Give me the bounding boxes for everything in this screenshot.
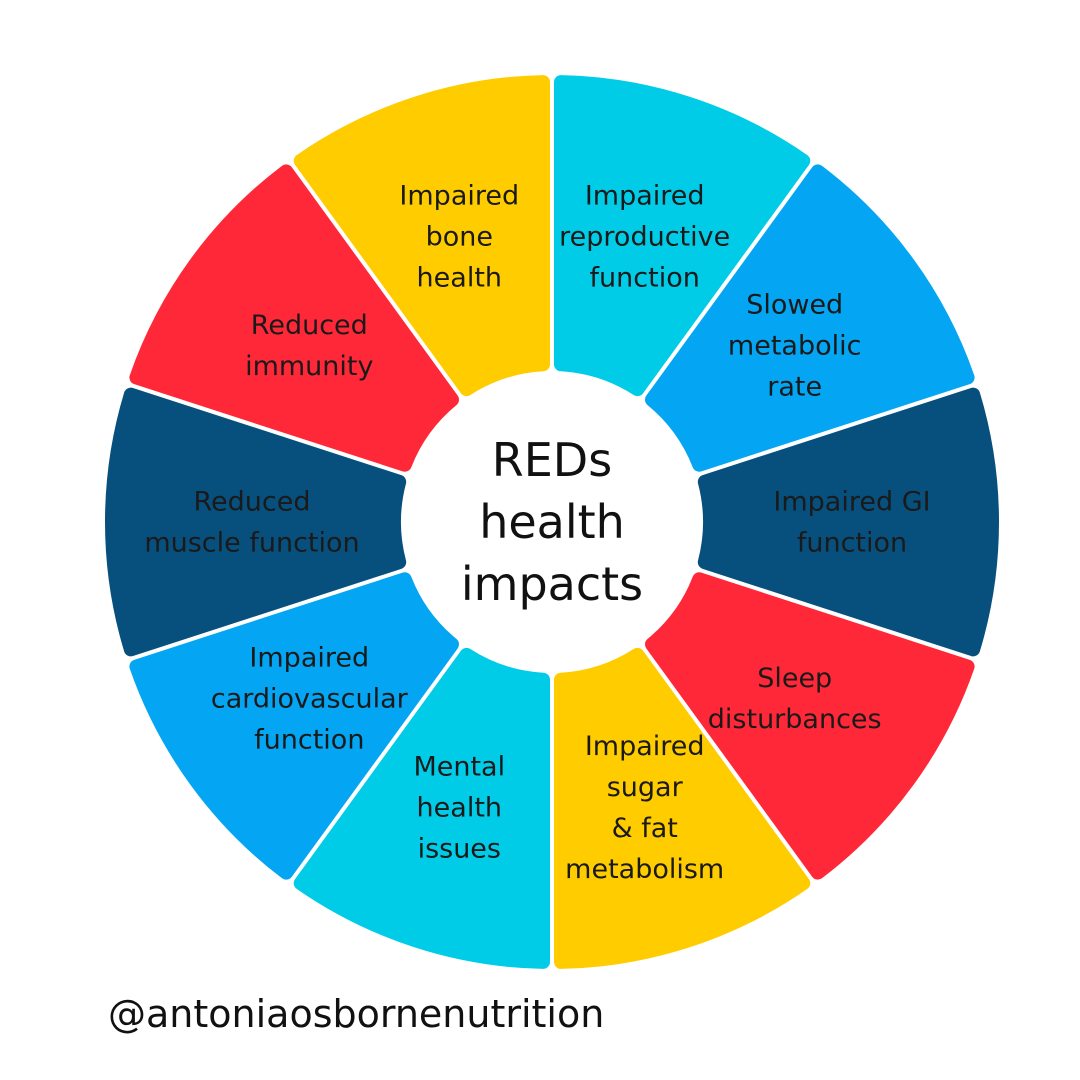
segment-7	[129, 572, 459, 880]
segment-1-label-line: Impaired	[585, 181, 705, 212]
center-title-line: impacts	[461, 557, 643, 611]
center-title-line: health	[479, 495, 625, 549]
segment-2-label-line: Slowed	[746, 290, 843, 321]
segment-10-label: Impaired bone health	[399, 181, 519, 294]
segment-4-label-line: Sleep	[757, 663, 832, 694]
segment-7-label-line: function	[254, 724, 364, 755]
segment-6-label-line: Mental	[413, 751, 505, 782]
segment-9-label-line: immunity	[245, 351, 373, 382]
footer-handle: @antoniaosbornenutrition	[108, 992, 605, 1036]
segment-1-label: Impaired reproductive function	[559, 181, 730, 294]
center-title: REDs health impacts	[461, 433, 643, 611]
segment-6-label-line: health	[417, 792, 502, 823]
segment-9-label: Reduced immunity	[245, 310, 373, 382]
segment-10-label-line: health	[417, 263, 502, 294]
segment-5	[554, 647, 811, 969]
segment-10-label-line: bone	[426, 222, 493, 253]
segment-1-label-line: reproductive	[559, 222, 730, 253]
segment-8-label: Reduced muscle function	[144, 487, 359, 559]
segment-4	[645, 572, 975, 880]
segment-7-label: Impaired cardiovascular function	[211, 642, 409, 755]
segment-7-label-line: Impaired	[249, 642, 369, 673]
segment-1	[554, 75, 811, 397]
segment-6	[293, 647, 550, 969]
segment-3-label-line: function	[797, 528, 907, 559]
segment-6-label: Mental health issues	[413, 751, 505, 864]
segment-9-label-line: Reduced	[251, 310, 368, 341]
segment-10-label-line: Impaired	[399, 181, 519, 212]
segment-4-label-line: disturbances	[708, 704, 882, 735]
segment-5-label: Impaired sugar & fat metabolism	[565, 731, 724, 885]
segment-8-label-line: Reduced	[193, 487, 310, 518]
segment-2-label: Slowed metabolic rate	[728, 290, 862, 403]
segment-9	[129, 164, 459, 472]
segment-5-label-line: metabolism	[565, 854, 724, 885]
segment-1-label-line: function	[590, 263, 700, 294]
segment-8	[105, 387, 407, 657]
segment-8-label-line: muscle function	[144, 528, 359, 559]
segments	[105, 75, 999, 969]
center-title-line: REDs	[492, 433, 612, 487]
segment-3-label-line: Impaired GI	[773, 487, 930, 518]
segment-2-label-line: rate	[767, 372, 822, 403]
segment-4-label: Sleep disturbances	[708, 663, 882, 735]
segment-5-label-line: Impaired	[585, 731, 705, 762]
segment-3	[697, 387, 999, 657]
segment-10	[293, 75, 550, 397]
segment-2-label-line: metabolic	[728, 331, 862, 362]
segment-3-label: Impaired GI function	[773, 487, 930, 559]
segment-6-label-line: issues	[418, 833, 501, 864]
segment-7-label-line: cardiovascular	[211, 683, 409, 714]
segment-5-label-line: sugar	[607, 772, 684, 803]
segment-5-label-line: & fat	[612, 813, 678, 844]
segment-2	[645, 164, 975, 472]
